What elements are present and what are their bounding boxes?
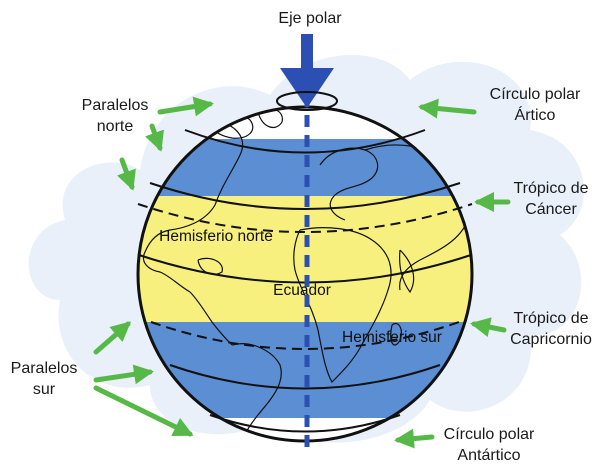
north-parallel-line bbox=[149, 182, 461, 210]
caribbean-outline bbox=[197, 257, 223, 275]
tropic-of-capricorn-line bbox=[150, 321, 460, 350]
north-hemisphere-label: Hemisferio norte bbox=[159, 228, 273, 245]
tropic-of-cancer-label: Trópico de Cáncer bbox=[513, 180, 589, 218]
green-pointer-arrow-icon bbox=[470, 317, 507, 337]
madagascar-outline bbox=[390, 322, 402, 346]
arctic-circle-label: Círculo polar Ártico bbox=[489, 86, 581, 124]
north-pole-ring bbox=[276, 91, 338, 111]
polar-axis-label: Eje polar bbox=[278, 10, 342, 27]
green-pointer-arrow-icon bbox=[93, 385, 194, 437]
green-pointer-arrow-icon bbox=[117, 157, 136, 191]
green-pointer-arrow-icon bbox=[93, 321, 132, 355]
south-parallel-line bbox=[169, 364, 441, 390]
equator-label: Ecuador bbox=[273, 282, 331, 299]
green-pointer-arrow-icon bbox=[394, 428, 435, 449]
green-pointer-arrow-icon bbox=[93, 364, 154, 385]
antarctic-circle-label: Círculo polar Antártico bbox=[443, 426, 535, 464]
green-pointer-arrow-icon bbox=[145, 123, 164, 152]
pointer-arrows bbox=[93, 96, 511, 449]
antarctic-circle-line bbox=[209, 414, 401, 433]
latitude-lines bbox=[137, 129, 473, 433]
north-parallels-label: Paralelos norte bbox=[81, 97, 149, 135]
polar-axis-arrow-icon bbox=[280, 68, 334, 108]
africa-outline bbox=[293, 227, 392, 383]
tropic-of-capricorn-label: Trópico de Capricornio bbox=[510, 310, 592, 348]
south-parallels-label: Paralelos sur bbox=[10, 360, 78, 398]
tropic-of-cancer-line bbox=[137, 203, 473, 233]
south-hemisphere-label: Hemisferio sur bbox=[342, 329, 442, 346]
north-america-outline bbox=[142, 119, 244, 293]
polar-axis bbox=[276, 34, 338, 448]
central-america-outline bbox=[189, 291, 233, 346]
green-pointer-arrow-icon bbox=[418, 98, 477, 119]
arctic-circle-line bbox=[184, 129, 426, 154]
green-pointer-arrow-icon bbox=[157, 96, 214, 117]
india-outline bbox=[399, 249, 415, 294]
